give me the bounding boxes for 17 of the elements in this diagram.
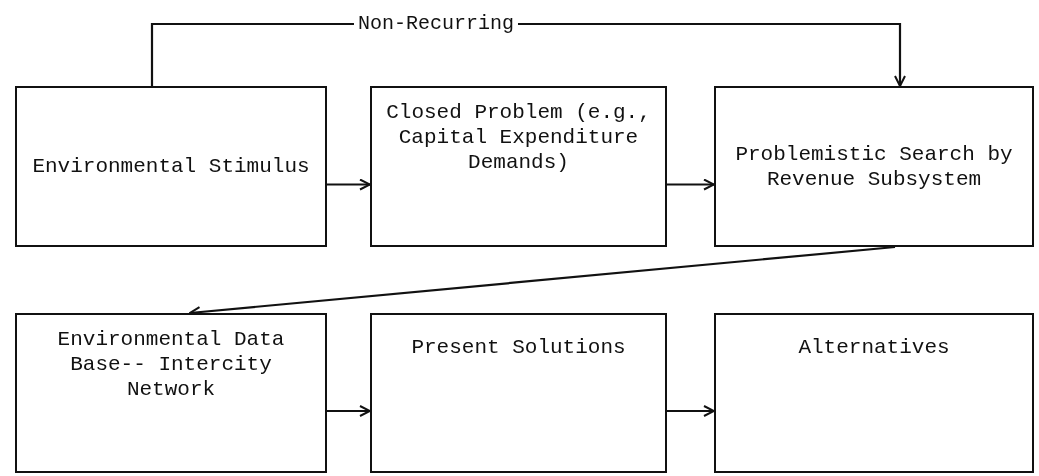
box-text: Problemistic Search by Revenue Subsystem [734,141,1014,192]
process-box [15,86,327,247]
arrow [667,178,715,191]
box-text: Environmental Stimulus [32,154,310,179]
process-box [15,313,327,473]
edge-label: Non-Recurring [354,14,518,34]
arrow [327,405,371,417]
process-box [370,313,667,473]
box-text: Present Solutions [411,335,626,360]
process-box [714,313,1034,473]
process-box [714,86,1034,247]
process-box [370,86,667,247]
arrow [327,178,371,191]
arrow [667,405,715,417]
box-text: Environmental Data Base-- Intercity Network [56,327,286,402]
box-text: Closed Problem (e.g., Capital Expenditure Demands) [385,100,652,175]
box-text: Alternatives [798,335,950,360]
